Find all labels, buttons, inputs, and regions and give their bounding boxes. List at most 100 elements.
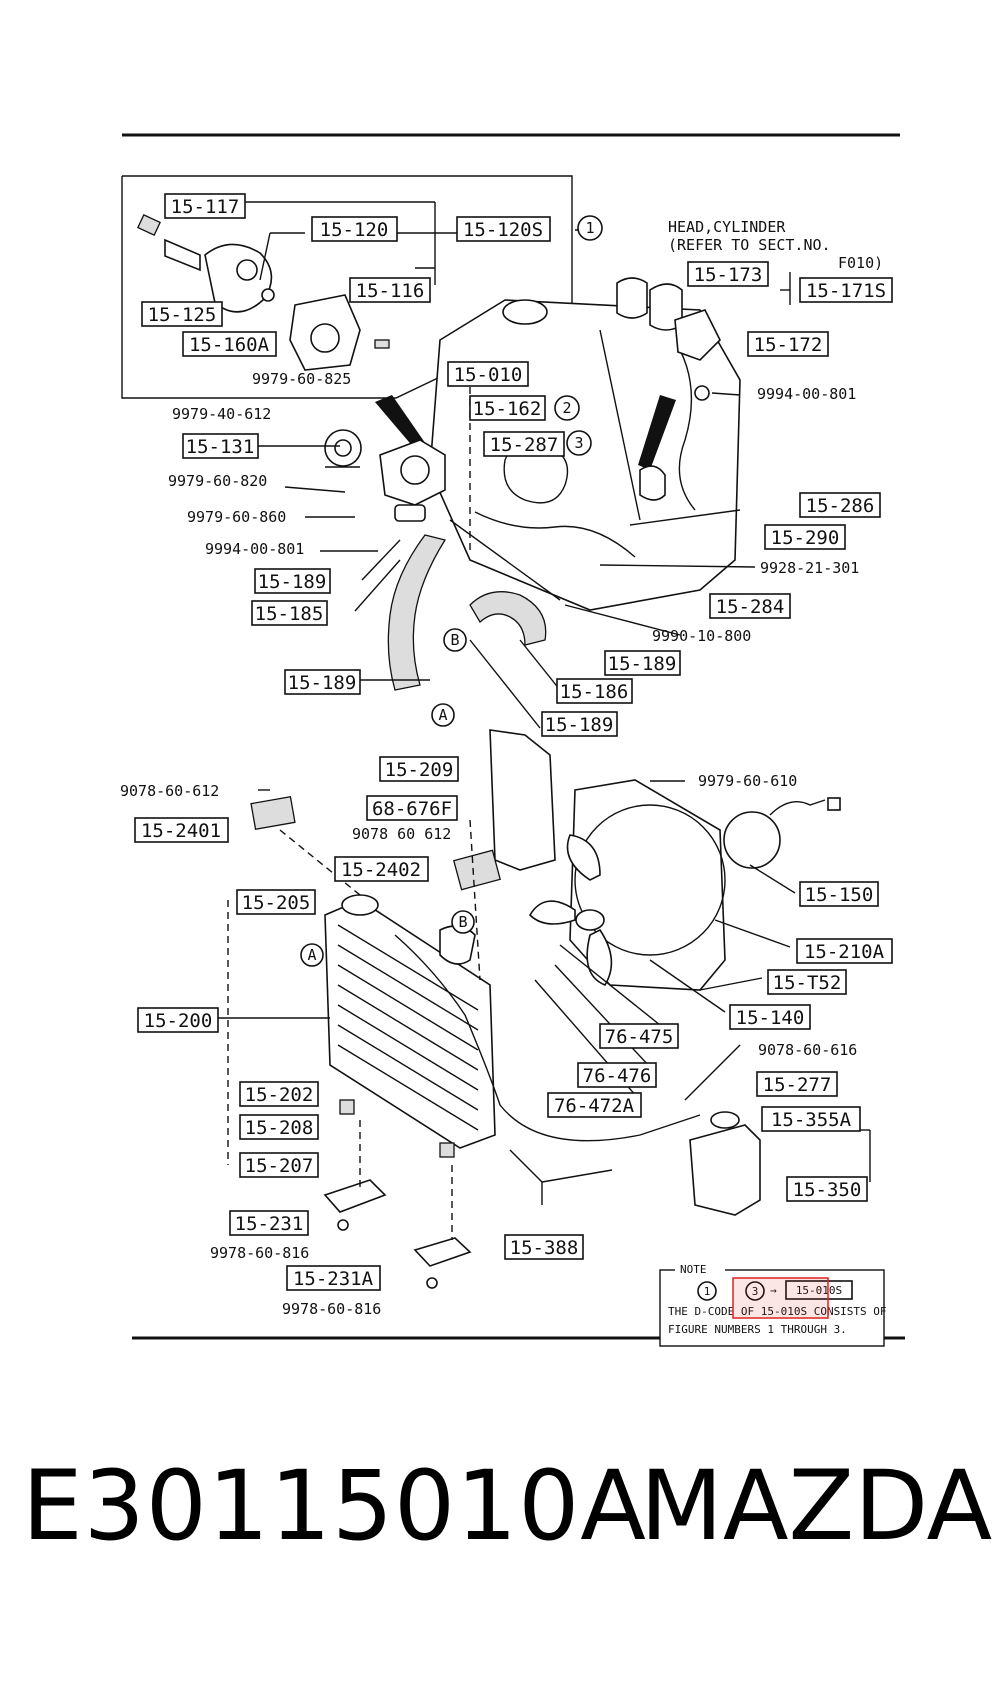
marker-A-lower-label: A xyxy=(307,946,316,964)
callout-15-277: 15-277 xyxy=(756,1071,838,1097)
marker-B-lower-label: B xyxy=(458,913,467,931)
label-15-160A: 15-160A xyxy=(189,334,270,356)
label-15-200: 15-200 xyxy=(144,1010,213,1032)
marker-A-lower: A xyxy=(300,943,324,967)
label-9979-40-612: 9979-40-612 xyxy=(172,405,271,423)
marker-2: 2 xyxy=(554,395,580,421)
reservoir-tank xyxy=(689,1111,761,1216)
label-9078-60-612-b: 9078 60 612 xyxy=(352,825,451,843)
callout-15-120: 15-120 xyxy=(311,216,398,242)
label-9928-21-301: 9928-21-301 xyxy=(760,559,859,577)
head-outlet-parts xyxy=(616,277,721,401)
callout-15-231: 15-231 xyxy=(229,1210,309,1236)
label-9994-00-801-a: 9994-00-801 xyxy=(757,385,856,403)
marker-3-label: 3 xyxy=(574,434,583,452)
callout-76-475: 76-475 xyxy=(599,1023,679,1049)
note-marker-1: 1 xyxy=(704,1285,711,1298)
head-ref-line1: HEAD,CYLINDER xyxy=(668,218,786,236)
callout-15-160A: 15-160A xyxy=(182,331,277,357)
note-line1: THE D-CODE OF 15-010S CONSISTS OF xyxy=(668,1305,887,1318)
note-title: NOTE xyxy=(680,1263,707,1276)
label-9994-00-801-b: 9994-00-801 xyxy=(205,540,304,558)
label-15-231: 15-231 xyxy=(235,1213,304,1235)
callout-15-131: 15-131 xyxy=(182,433,259,459)
callout-15-2401: 15-2401 xyxy=(134,817,229,843)
label-68-676F: 68-676F xyxy=(372,798,452,820)
label-15-207: 15-207 xyxy=(245,1155,314,1177)
label-15-116: 15-116 xyxy=(356,280,425,302)
label-15-173: 15-173 xyxy=(694,264,763,286)
callout-15-116: 15-116 xyxy=(349,277,431,303)
note-marker-3: 3 xyxy=(752,1285,759,1298)
callout-15-T52: 15-T52 xyxy=(767,969,847,995)
label-15-287: 15-287 xyxy=(490,434,559,456)
callout-15-2402: 15-2402 xyxy=(334,856,429,882)
head-ref-line3: F010) xyxy=(838,254,883,272)
label-15-355A: 15-355A xyxy=(771,1109,852,1131)
label-15-162: 15-162 xyxy=(473,398,542,420)
label-15-186: 15-186 xyxy=(560,681,629,703)
label-9979-60-610: 9979-60-610 xyxy=(698,772,797,790)
label-15-189-c: 15-189 xyxy=(545,714,614,736)
callout-15-388: 15-388 xyxy=(504,1234,584,1260)
bracket-fan-parts xyxy=(250,729,841,991)
callout-15-189-d: 15-189 xyxy=(284,669,361,695)
radiator xyxy=(324,894,701,1149)
callout-15-140: 15-140 xyxy=(729,1004,811,1030)
callout-15-210A: 15-210A xyxy=(796,938,893,964)
callout-68-676F: 68-676F xyxy=(366,795,458,821)
callout-15-350: 15-350 xyxy=(786,1176,868,1202)
callout-15-189-a: 15-189 xyxy=(254,568,331,594)
callout-15-286: 15-286 xyxy=(799,492,881,518)
label-15-388: 15-388 xyxy=(510,1237,579,1259)
label-15-205: 15-205 xyxy=(242,892,311,914)
callout-15-209: 15-209 xyxy=(379,756,459,782)
label-15-208: 15-208 xyxy=(245,1117,314,1139)
label-15-140: 15-140 xyxy=(736,1007,805,1029)
label-15-286: 15-286 xyxy=(806,495,875,517)
label-15-T52: 15-T52 xyxy=(773,972,842,994)
callout-15-290: 15-290 xyxy=(764,524,846,550)
head-ref-line2: (REFER TO SECT.NO. xyxy=(668,236,831,254)
label-76-472A: 76-472A xyxy=(554,1095,635,1117)
callout-15-117: 15-117 xyxy=(164,193,246,219)
callout-76-476: 76-476 xyxy=(577,1062,657,1088)
note-highlight xyxy=(732,1277,829,1319)
marker-2-label: 2 xyxy=(562,399,571,417)
label-15-210A: 15-210A xyxy=(804,941,885,963)
marker-A-upper-label: A xyxy=(438,706,447,724)
label-9078-60-616: 9078-60-616 xyxy=(758,1041,857,1059)
marker-B-lower: B xyxy=(451,910,475,934)
callout-15-200: 15-200 xyxy=(137,1007,219,1033)
callout-15-171S: 15-171S xyxy=(799,277,893,303)
label-9978-60-816-b: 9978-60-816 xyxy=(282,1300,381,1318)
leader-lines xyxy=(218,201,871,1205)
arrow-to-head xyxy=(638,395,676,470)
label-9078-60-612-a: 9078-60-612 xyxy=(120,782,219,800)
label-15-189-a: 15-189 xyxy=(258,571,327,593)
label-15-284: 15-284 xyxy=(716,596,785,618)
callout-15-172: 15-172 xyxy=(747,331,829,357)
label-9990-10-800: 9990-10-800 xyxy=(652,627,751,645)
label-9978-60-816-a: 9978-60-816 xyxy=(210,1244,309,1262)
note-box: NOTE 1 3 → 15-010S THE D-CODE OF 15-010S… xyxy=(659,1263,887,1347)
callout-15-284: 15-284 xyxy=(709,593,791,619)
callout-15-010: 15-010 xyxy=(447,361,529,387)
label-15-185: 15-185 xyxy=(255,603,324,625)
marker-1-label: 1 xyxy=(585,219,594,237)
label-15-277: 15-277 xyxy=(763,1074,832,1096)
marker-1: 1 xyxy=(577,215,603,241)
label-15-171S: 15-171S xyxy=(806,280,886,302)
callout-15-287: 15-287 xyxy=(483,431,565,457)
note-arrow: → xyxy=(770,1284,777,1297)
label-15-202: 15-202 xyxy=(245,1084,314,1106)
marker-B-upper-label: B xyxy=(450,631,459,649)
label-15-120: 15-120 xyxy=(320,219,389,241)
label-76-476: 76-476 xyxy=(583,1065,652,1087)
callout-15-150: 15-150 xyxy=(799,881,879,907)
radiator-mounts xyxy=(323,1099,472,1289)
label-76-475: 76-475 xyxy=(605,1026,674,1048)
label-15-231A: 15-231A xyxy=(293,1268,374,1290)
label-9979-60-820: 9979-60-820 xyxy=(168,472,267,490)
callout-15-120S: 15-120S xyxy=(456,216,551,242)
